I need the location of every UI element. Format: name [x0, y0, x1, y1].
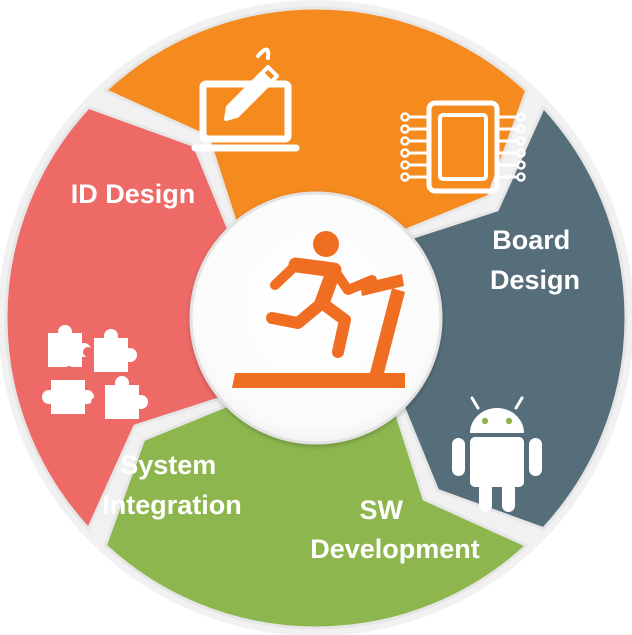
- segment-labels: ID Design Board Design SW Development Sy…: [71, 179, 580, 564]
- segments-group: [4, 6, 628, 630]
- label-system-integration: System Integration: [102, 450, 242, 520]
- label-sw-development-line1: SW: [359, 495, 403, 525]
- label-board-design-line1: Board: [492, 225, 570, 255]
- label-board-design-line2: Design: [490, 265, 580, 295]
- label-sw-development: SW Development: [310, 495, 480, 564]
- treadmill-runner-icon: [232, 231, 405, 388]
- circuit-chip-icon: [400, 100, 526, 194]
- label-system-integration-line1: System: [120, 450, 216, 480]
- puzzle-pieces-icon: [42, 325, 148, 419]
- android-robot-icon: [452, 396, 542, 512]
- label-id-design: ID Design: [71, 179, 196, 209]
- center-hub: [189, 191, 443, 445]
- pen-tablet-icon: [191, 47, 300, 152]
- label-board-design: Board Design: [490, 225, 580, 295]
- label-sw-development-line2: Development: [310, 534, 480, 564]
- label-system-integration-line2: Integration: [102, 490, 242, 520]
